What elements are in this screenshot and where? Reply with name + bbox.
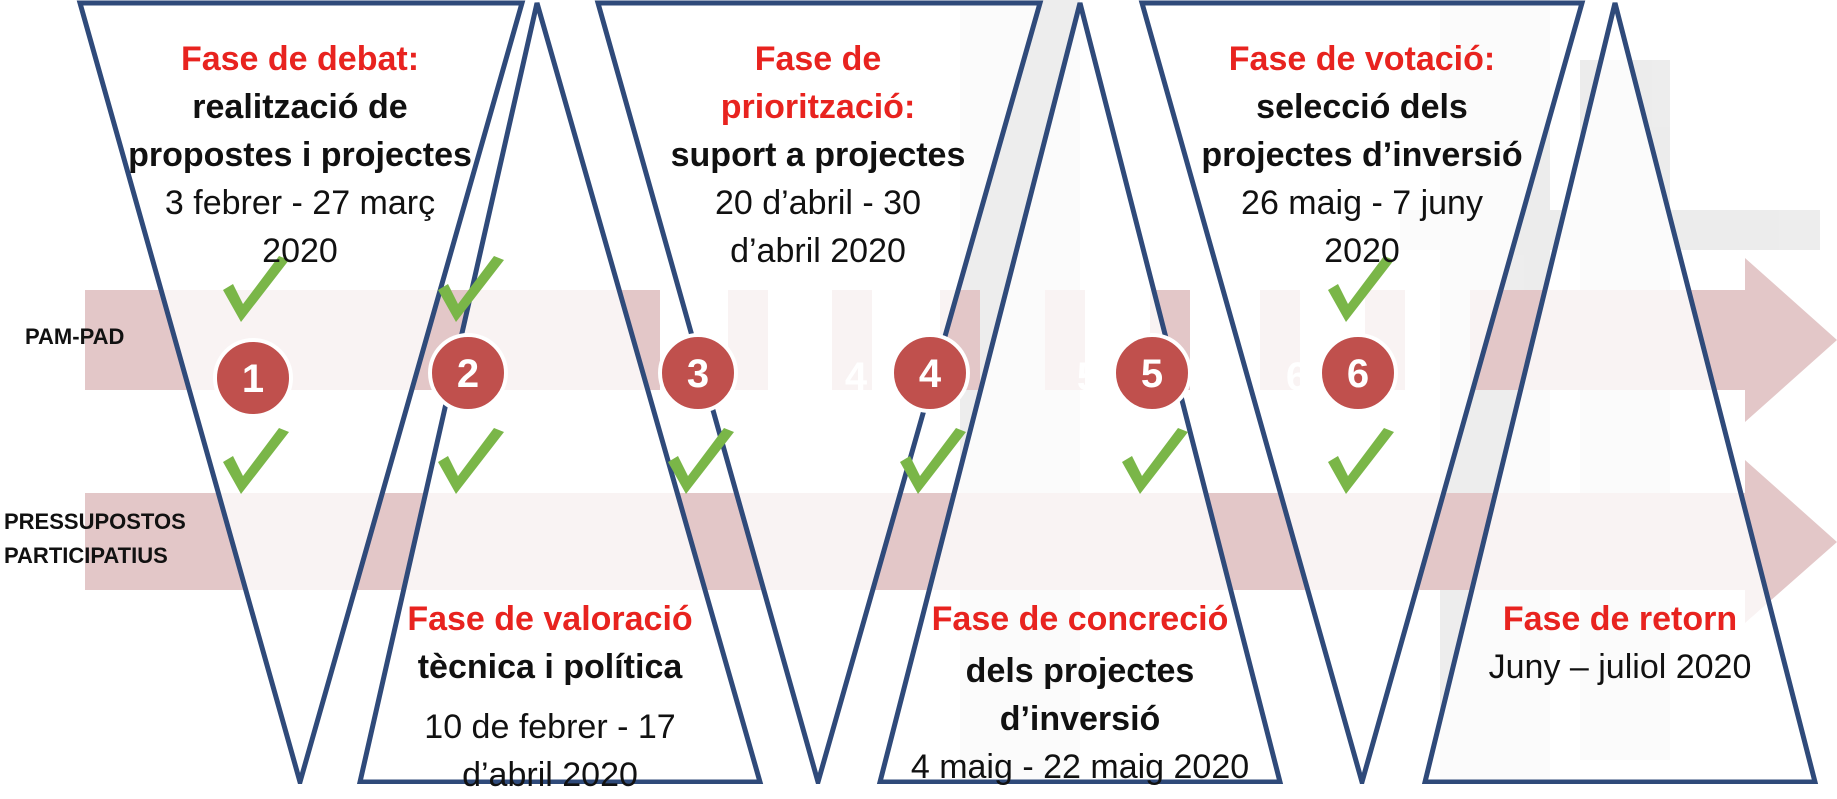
track-label-pressupostos: PRESSUPOSTOS PARTICIPATIUS bbox=[4, 505, 186, 573]
phase-3-number-badge: 3 bbox=[658, 333, 738, 413]
phase-3-pressupostos-check-icon bbox=[668, 428, 734, 494]
phase-1-triangle bbox=[76, 0, 526, 784]
phase-2-title: Fase de valoració bbox=[407, 600, 693, 638]
phase-3-title-1: Fase de bbox=[754, 40, 882, 78]
ghost-number-6: 6 bbox=[1286, 355, 1308, 399]
phase-2-subtitle-1: tècnica i política bbox=[417, 648, 683, 686]
track-label-pressupostos-line2: PARTICIPATIUS bbox=[4, 543, 168, 568]
phase-3-number: 3 bbox=[687, 352, 709, 396]
phase-6-pam-pad-check-icon bbox=[1328, 256, 1394, 322]
phase-4-number-badge: 4 bbox=[890, 333, 970, 413]
phase-6-text: Fase de retorn Juny – juliol 2020 bbox=[1455, 595, 1785, 691]
phase-1-number-badge: 1 bbox=[213, 338, 293, 418]
phase-1-subtitle-1: realització de bbox=[192, 88, 408, 126]
track-label-pressupostos-line1: PRESSUPOSTOS bbox=[4, 509, 186, 534]
phase-1-number: 1 bbox=[242, 357, 264, 401]
ghost-number-4: 4 bbox=[845, 355, 868, 399]
phase-1-title: Fase de debat: bbox=[180, 40, 420, 78]
phase-5-number: 5 bbox=[1141, 352, 1163, 396]
phase-5-subtitle-2: projectes d’inversió bbox=[1201, 136, 1523, 174]
phase-2-number-badge: 2 bbox=[428, 333, 508, 413]
phase-2-circle bbox=[428, 333, 508, 413]
phase-5-date-1: 26 maig - 7 juny bbox=[1241, 184, 1483, 222]
phase-4-pressupostos-check-icon bbox=[900, 428, 966, 494]
phase-3-text: Fase de priorització: suport a projectes… bbox=[658, 35, 978, 275]
phase-5-date-2: 2020 bbox=[1324, 232, 1400, 270]
phase-6-triangle bbox=[1421, 2, 1819, 784]
phase-1-text: Fase de debat: realització de propostes … bbox=[128, 35, 472, 275]
phase-1-subtitle-2: propostes i projectes bbox=[128, 136, 472, 174]
phase-1-pressupostos-check-icon bbox=[223, 428, 289, 494]
phase-6-circle bbox=[1318, 333, 1398, 413]
phase-1-pam-pad-check-icon bbox=[223, 256, 289, 322]
phase-2-number: 2 bbox=[457, 352, 479, 396]
phase-3-date-1: 20 d’abril - 30 bbox=[714, 184, 921, 222]
phase-1-circle bbox=[213, 338, 293, 418]
phase-5-circle bbox=[1112, 333, 1192, 413]
phase-4-date-1: 4 maig - 22 maig 2020 bbox=[910, 748, 1250, 786]
phase-5-number-badge: 5 bbox=[1112, 333, 1192, 413]
phase-3-subtitle-1: suport a projectes bbox=[670, 136, 966, 174]
phase-6-date-1: Juny – juliol 2020 bbox=[1488, 648, 1752, 686]
phase-3-title-2: priorització: bbox=[720, 88, 916, 126]
phase-2-text: Fase de valoració tècnica i política 10 … bbox=[390, 595, 710, 799]
phase-4-subtitle-2: d’inversió bbox=[999, 700, 1161, 738]
phase-3-date-2: d’abril 2020 bbox=[730, 232, 906, 270]
ghost-number-5: 5 bbox=[1077, 355, 1099, 399]
phase-4-number: 4 bbox=[919, 352, 942, 396]
phase-6-number-badge: 6 bbox=[1318, 333, 1398, 413]
phase-3-circle bbox=[658, 333, 738, 413]
phase-2-pressupostos-check-icon bbox=[438, 428, 504, 494]
phase-1-date-1: 3 febrer - 27 març bbox=[164, 184, 436, 222]
phase-4-circle bbox=[890, 333, 970, 413]
phase-4-subtitle-1: dels projectes bbox=[965, 652, 1195, 690]
phase-4-text: Fase de concreció dels projectes d’inver… bbox=[900, 595, 1260, 791]
phase-6-number: 6 bbox=[1347, 352, 1369, 396]
phase-5-subtitle-1: selecció dels bbox=[1256, 88, 1468, 126]
phase-6-title: Fase de retorn bbox=[1502, 600, 1738, 638]
phase-1-date-2: 2020 bbox=[262, 232, 338, 270]
phase-2-date-2: d’abril 2020 bbox=[462, 756, 638, 794]
phase-4-title: Fase de concreció bbox=[931, 600, 1229, 638]
phase-2-pam-pad-check-icon bbox=[438, 256, 504, 322]
track-label-pam-pad: PAM-PAD bbox=[25, 324, 125, 349]
phase-6-pressupostos-check-icon bbox=[1328, 428, 1394, 494]
phase-5-text: Fase de votació: selecció dels projectes… bbox=[1201, 35, 1522, 275]
phase-2-date-1: 10 de febrer - 17 bbox=[424, 708, 676, 746]
phase-5-pressupostos-check-icon bbox=[1122, 428, 1188, 494]
phase-5-title: Fase de votació: bbox=[1228, 40, 1496, 78]
